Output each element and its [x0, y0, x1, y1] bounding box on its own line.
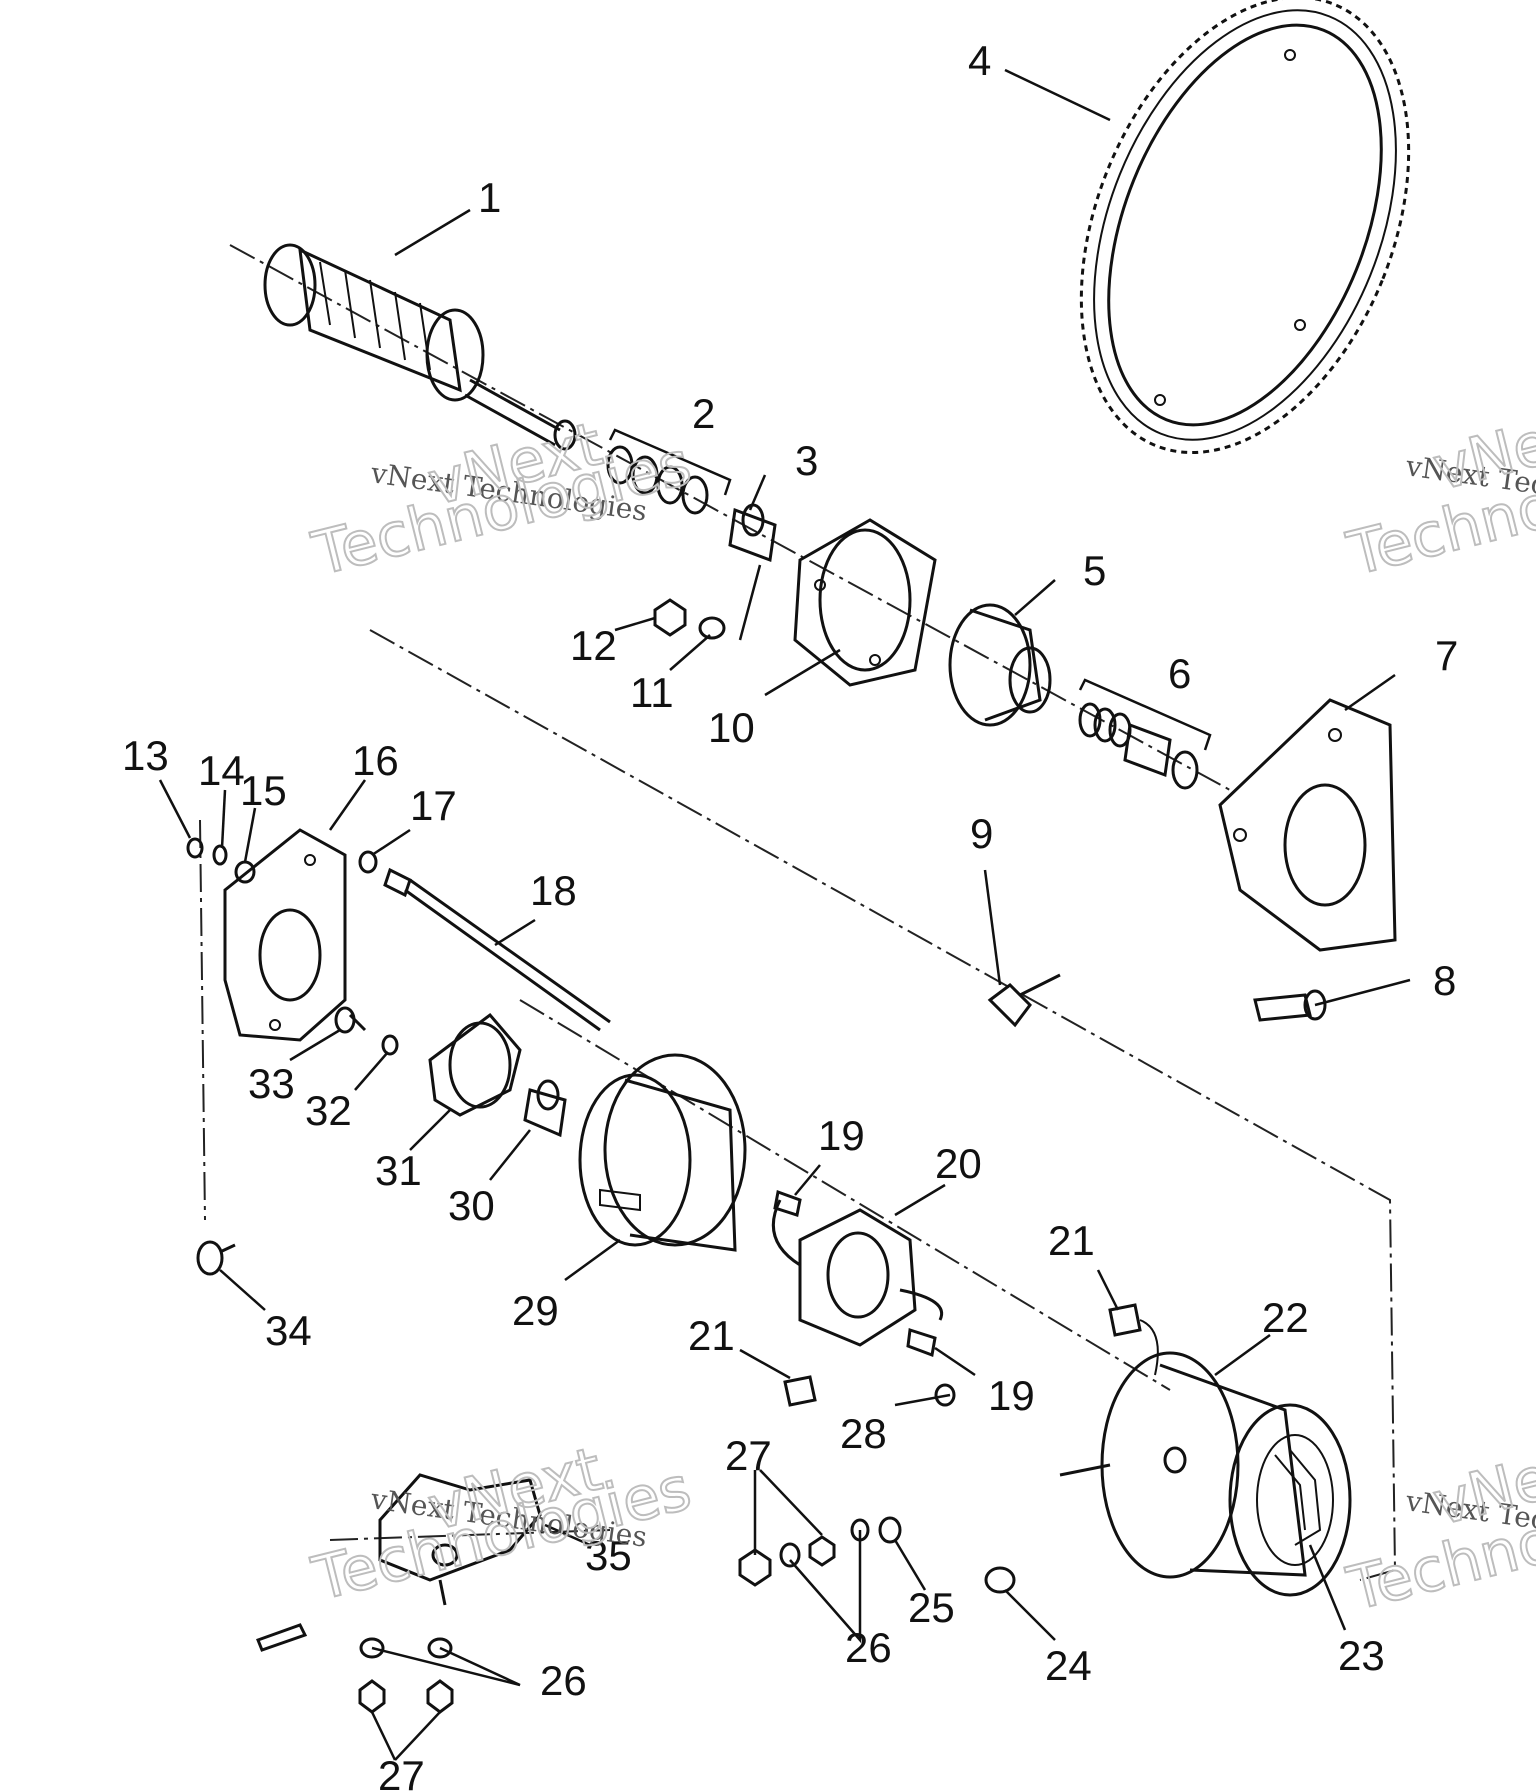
callout-12: 12 [570, 622, 617, 669]
pinion-gear [948, 603, 1052, 727]
callout-29: 29 [512, 1287, 559, 1334]
callout-23: 23 [1338, 1632, 1385, 1679]
callout-4: 4 [968, 37, 991, 84]
callout-20: 20 [935, 1140, 982, 1187]
brush-19-upper [773, 1189, 802, 1217]
callout-10: 10 [708, 704, 755, 751]
callout-24: 24 [1045, 1642, 1092, 1689]
field-frame-housing [1059, 1351, 1352, 1597]
terminal-28 [934, 1383, 956, 1407]
callout-1: 1 [478, 174, 501, 221]
drive-end-housing [793, 518, 937, 687]
bushing-30 [523, 1079, 567, 1138]
watermark: vNext Technologies vNext Technologies vN… [305, 393, 1536, 1626]
armature [263, 243, 577, 451]
brush-21-upper [1108, 1303, 1159, 1376]
screw-33 [334, 1006, 367, 1034]
nut-12 [653, 598, 687, 637]
callout-15: 15 [240, 767, 287, 814]
nut-27-lower [358, 1679, 454, 1714]
callout-27: 27 [378, 1752, 425, 1792]
nut-13 [186, 837, 204, 859]
clip-set [606, 428, 732, 515]
callout-30: 30 [448, 1182, 495, 1229]
brush-21-lower [783, 1375, 817, 1407]
washer-26-center [779, 1518, 870, 1568]
callout-14: 14 [198, 747, 245, 794]
washer-14 [212, 844, 228, 866]
starter-solenoid [256, 1473, 542, 1652]
commutator-end-cover [578, 1053, 747, 1252]
screw-34 [196, 1240, 236, 1276]
bolt-8 [1253, 989, 1327, 1022]
callout-3: 3 [795, 437, 818, 484]
callout-19: 19 [818, 1112, 865, 1159]
callout-19: 19 [988, 1372, 1035, 1419]
end-bracket [223, 828, 347, 1042]
washer-25 [878, 1516, 902, 1544]
brush-holder [771, 1199, 943, 1347]
bolt-9 [987, 973, 1061, 1028]
washer-17 [358, 850, 378, 874]
ring-gear [1079, 0, 1411, 455]
callout-2: 2 [692, 390, 715, 437]
callout-21: 21 [688, 1312, 735, 1359]
callout-31: 31 [375, 1147, 422, 1194]
spring-set [1078, 678, 1212, 790]
end-cap-plate [428, 1012, 522, 1117]
washer-32 [381, 1034, 399, 1056]
washer-15 [234, 860, 256, 884]
callout-5: 5 [1083, 547, 1106, 594]
callout-numbers: 1 2 3 4 5 6 7 8 9 10 11 12 13 14 15 16 1… [122, 37, 1458, 1792]
callout-9: 9 [970, 810, 993, 857]
callout-8: 8 [1433, 957, 1456, 1004]
brush-19-lower [906, 1328, 937, 1358]
callout-34: 34 [265, 1307, 312, 1354]
callout-6: 6 [1168, 650, 1191, 697]
callout-17: 17 [410, 782, 457, 829]
callout-11: 11 [630, 669, 674, 716]
callout-21: 21 [1048, 1217, 1095, 1264]
callout-18: 18 [530, 867, 577, 914]
callout-33: 33 [248, 1060, 295, 1107]
leader-lines [158, 68, 1411, 1761]
callout-16: 16 [352, 737, 399, 784]
callout-7: 7 [1435, 632, 1458, 679]
screw-24 [984, 1566, 1016, 1594]
callout-26: 26 [540, 1657, 587, 1704]
callout-25: 25 [908, 1584, 955, 1631]
callout-35: 35 [585, 1532, 632, 1579]
washer-26-lower [359, 1637, 453, 1659]
callout-22: 22 [1262, 1294, 1309, 1341]
field-coil [1274, 1449, 1322, 1546]
callout-27: 27 [725, 1432, 772, 1479]
bushing-3 [728, 503, 777, 563]
assembly-axis-lines [199, 244, 1397, 1581]
through-bolt [383, 867, 611, 1032]
callout-28: 28 [840, 1410, 887, 1457]
mount-bracket [1218, 698, 1397, 952]
callout-26: 26 [845, 1624, 892, 1671]
callout-32: 32 [305, 1087, 352, 1134]
washer-11 [698, 616, 726, 640]
callout-13: 13 [122, 732, 169, 779]
